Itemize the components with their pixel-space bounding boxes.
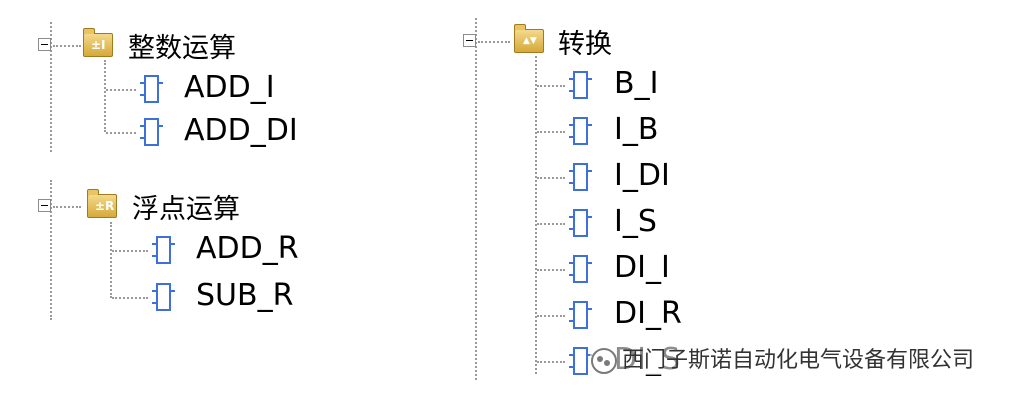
item-label: ADD_DI <box>184 113 298 148</box>
item-label: B_I <box>614 66 659 101</box>
block-icon <box>569 71 592 99</box>
tree-connector <box>106 89 136 91</box>
block-icon <box>569 117 592 145</box>
item-label: I_S <box>614 204 657 239</box>
block-icon <box>569 347 592 375</box>
block-icon <box>569 301 592 329</box>
tree-connector <box>53 206 81 208</box>
item-label: ADD_I <box>184 70 275 105</box>
tree-guide-line <box>50 180 52 320</box>
wechat-icon <box>591 348 617 374</box>
tree-connector <box>537 315 565 317</box>
tree-connector <box>537 131 565 133</box>
tree-connector <box>537 85 565 87</box>
tree-connector <box>537 361 565 363</box>
watermark: 西门子斯诺自动化电气设备有限公司 <box>590 342 975 375</box>
item-label: DI_I <box>614 250 670 285</box>
item-label: ADD_R <box>196 231 299 266</box>
collapse-toggle-integer[interactable] <box>38 38 51 51</box>
tree-guide-line <box>110 222 112 298</box>
tree-connector <box>537 269 565 271</box>
tree-connector <box>537 177 565 179</box>
collapse-toggle-convert[interactable] <box>463 34 476 47</box>
item-label: DI_R <box>614 296 682 331</box>
block-icon <box>152 236 175 264</box>
item-label: I_B <box>614 112 659 147</box>
group-label-convert[interactable]: 转换 <box>558 29 612 60</box>
block-icon <box>569 255 592 283</box>
tree-connector <box>478 41 510 43</box>
tree-guide-line <box>104 60 106 132</box>
folder-real-icon: ±R <box>87 189 117 218</box>
tree-guide-line <box>535 56 537 374</box>
item-label: SUB_R <box>196 278 294 313</box>
group-label-float[interactable]: 浮点运算 <box>132 194 240 225</box>
folder-convert-icon: ▲▼ <box>514 24 544 53</box>
folder-integer-icon: ±I <box>83 28 113 57</box>
tree-connector <box>112 250 148 252</box>
tree-connector <box>537 223 565 225</box>
block-icon <box>140 118 163 146</box>
tree-connector <box>53 45 81 47</box>
item-label: I_DI <box>614 158 670 193</box>
tree-connector <box>112 297 148 299</box>
block-icon <box>152 283 175 311</box>
tree-guide-line <box>475 18 477 380</box>
block-icon <box>569 163 592 191</box>
tree-connector <box>106 132 136 134</box>
block-icon <box>569 209 592 237</box>
group-label-integer[interactable]: 整数运算 <box>128 33 236 64</box>
collapse-toggle-float[interactable] <box>38 199 51 212</box>
tree-guide-line <box>50 22 52 152</box>
block-icon <box>140 75 163 103</box>
watermark-text: 西门子斯诺自动化电气设备有限公司 <box>622 348 975 373</box>
